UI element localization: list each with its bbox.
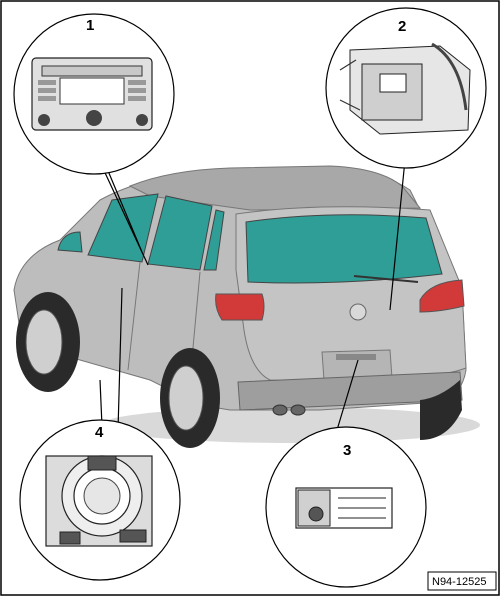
rear-door-window [147, 195, 213, 271]
left-taillight [215, 293, 265, 321]
callout-1: 1 [86, 17, 94, 34]
figure-id: N94-12525 [432, 576, 486, 588]
callout-4: 4 [95, 424, 104, 441]
rear-window [245, 214, 443, 284]
detail-radio [13, 13, 175, 175]
detail-camera [265, 426, 427, 588]
license-plate-light [336, 354, 376, 360]
right-taillight [419, 279, 465, 313]
leader-lines [99, 149, 407, 441]
figure-id-box [427, 571, 497, 591]
car-illustration [13, 165, 480, 448]
rear-side-window [87, 193, 159, 263]
rear-bumper [237, 371, 463, 411]
detail-control-unit [325, 7, 487, 169]
front-tire [420, 380, 462, 440]
callout-3: 3 [343, 442, 351, 459]
detail-clockspring [19, 419, 181, 581]
brand-logo [349, 303, 367, 321]
side-mirror [57, 231, 83, 253]
callout-2: 2 [398, 18, 406, 35]
